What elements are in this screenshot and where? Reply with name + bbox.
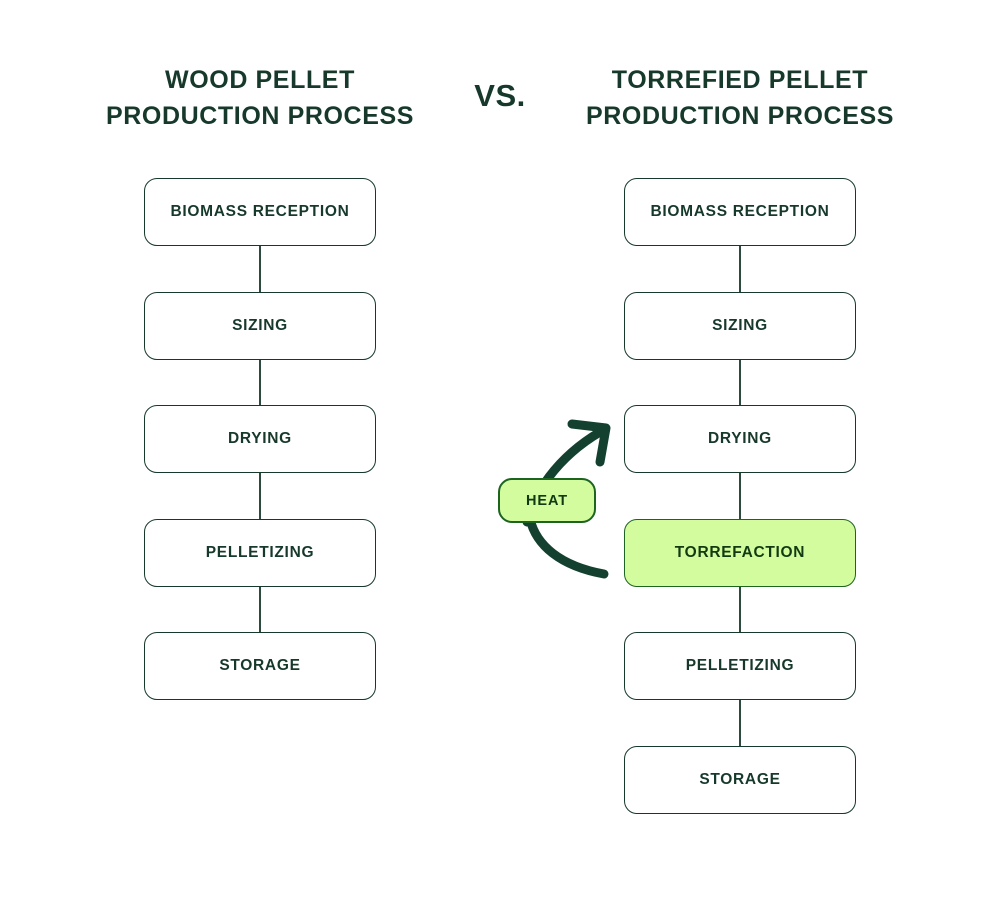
torrefied-pellet-connector bbox=[624, 244, 856, 293]
step-label: PELLETIZING bbox=[205, 543, 315, 561]
torrefied-pellet-connector bbox=[624, 698, 856, 747]
wood-pellet-connector bbox=[144, 244, 376, 293]
right-title-line-2: PRODUCTION PROCESS bbox=[585, 102, 895, 130]
step-label: PELLETIZING bbox=[685, 657, 795, 674]
right-title-line-1: TORREFIED PELLET bbox=[611, 66, 869, 94]
versus-label: VS. bbox=[474, 78, 526, 113]
wood-pellet-step-sizing[interactable]: SIZING bbox=[144, 291, 376, 360]
step-label: STORAGE bbox=[699, 770, 781, 788]
torrefied-pellet-connector bbox=[624, 584, 856, 634]
left-title-line-1: WOOD PELLET bbox=[165, 66, 355, 94]
wood-pellet-flow-column: BIOMASS RECEPTION SIZING DRYING PELLETIZING… bbox=[144, 178, 376, 700]
torrefied-pellet-flow-column: BIOMASS RECEPTION SIZING DRYING TORREFACTIO… bbox=[624, 178, 856, 814]
step-label: BIOMASS RECEPTION bbox=[650, 203, 830, 220]
wood-pellet-step-storage[interactable]: STORAGE bbox=[144, 632, 376, 700]
torrefied-pellet-step-torrefaction[interactable]: TORREFACTION bbox=[624, 518, 856, 587]
step-label: DRYING bbox=[228, 430, 292, 447]
heat-badge-label: HEAT bbox=[526, 492, 568, 509]
step-label: STORAGE bbox=[219, 657, 301, 674]
wood-pellet-step-pelletizing[interactable]: PELLETIZING bbox=[144, 518, 376, 587]
torrefied-pellet-step-drying[interactable]: DRYING bbox=[624, 405, 856, 473]
wood-pellet-step-drying[interactable]: DRYING bbox=[144, 405, 376, 473]
torrefied-pellet-connector bbox=[624, 471, 856, 520]
wood-pellet-connector bbox=[144, 584, 376, 634]
wood-pellet-step-biomass-reception[interactable]: BIOMASS RECEPTION bbox=[144, 178, 376, 246]
step-label: BIOMASS RECEPTION bbox=[170, 203, 350, 220]
heat-to-torrefaction-arrow-curve bbox=[525, 514, 609, 579]
right-column-title: TORREFIED PELLET PRODUCTION PROCESS bbox=[540, 62, 940, 134]
wood-pellet-connector bbox=[144, 471, 376, 520]
step-label: SIZING bbox=[232, 316, 288, 334]
torrefied-pellet-connector bbox=[624, 357, 856, 407]
step-label: SIZING bbox=[712, 316, 768, 334]
torrefied-pellet-step-pelletizing[interactable]: PELLETIZING bbox=[624, 632, 856, 700]
step-label: TORREFACTION bbox=[674, 543, 806, 561]
heat-badge[interactable]: HEAT bbox=[498, 478, 596, 523]
torrefied-pellet-step-biomass-reception[interactable]: BIOMASS RECEPTION bbox=[624, 178, 856, 246]
heat-to-drying-arrowhead bbox=[567, 419, 611, 467]
step-label: DRYING bbox=[708, 430, 772, 447]
wood-pellet-connector bbox=[144, 357, 376, 407]
left-column-title: WOOD PELLET PRODUCTION PROCESS bbox=[60, 62, 460, 134]
left-title-line-2: PRODUCTION PROCESS bbox=[105, 102, 415, 130]
torrefied-pellet-step-sizing[interactable]: SIZING bbox=[624, 291, 856, 360]
torrefied-pellet-step-storage[interactable]: STORAGE bbox=[624, 745, 856, 814]
